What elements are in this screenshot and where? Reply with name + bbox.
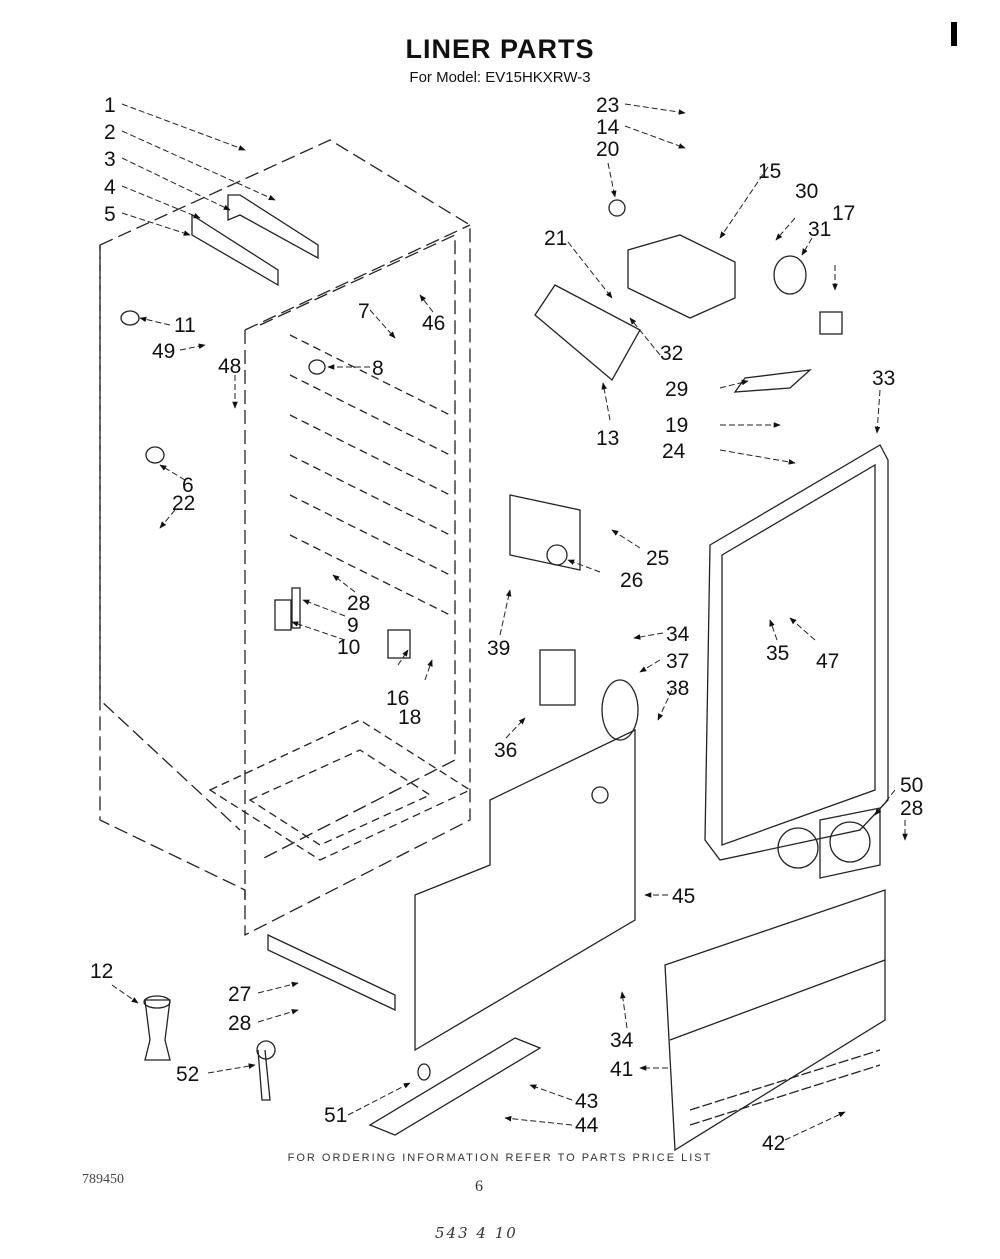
callout-34-fan: 34 xyxy=(666,623,690,646)
part-12-leveler xyxy=(144,999,171,1061)
callout-2: 2 xyxy=(104,121,116,144)
callout-16: 16 xyxy=(386,687,409,710)
callout-11: 11 xyxy=(174,314,196,337)
callout-13: 13 xyxy=(596,427,619,450)
callout-12: 12 xyxy=(90,960,113,983)
callout-19: 19 xyxy=(665,414,688,437)
callout-41: 41 xyxy=(610,1058,633,1081)
part-15-control-housing xyxy=(627,234,736,319)
page-number: 6 xyxy=(475,1178,483,1195)
callout-38: 38 xyxy=(666,677,689,700)
part-4-channel xyxy=(191,213,279,287)
part-52-tool xyxy=(257,1049,271,1101)
callout-32: 32 xyxy=(660,342,683,365)
callout-37: 37 xyxy=(666,650,689,673)
callout-4: 4 xyxy=(104,176,116,199)
callout-10: 10 xyxy=(337,636,360,659)
part-11-plug xyxy=(120,310,140,326)
part-27-bracket xyxy=(267,933,396,1012)
callout-25: 25 xyxy=(646,547,669,570)
callout-44: 44 xyxy=(575,1114,599,1137)
part-17-switch xyxy=(819,311,843,335)
part-38-fan-blade xyxy=(601,679,639,741)
callout-8: 8 xyxy=(372,357,384,380)
callout-42: 42 xyxy=(762,1132,785,1155)
part-41-toe-plate xyxy=(664,889,886,1152)
callout-29: 29 xyxy=(665,378,688,401)
callout-15: 15 xyxy=(758,160,781,183)
callout-26: 26 xyxy=(620,569,643,592)
part-20-bulb xyxy=(608,199,626,217)
callout-20: 20 xyxy=(596,138,619,161)
callout-45: 45 xyxy=(672,885,695,908)
callout-23: 23 xyxy=(596,94,619,117)
part-26-cover xyxy=(509,494,581,571)
part-9-plate xyxy=(291,587,301,629)
callout-7: 7 xyxy=(358,300,370,323)
callout-30: 30 xyxy=(795,180,818,203)
callout-1: 1 xyxy=(104,94,116,117)
part-51-spacer xyxy=(417,1063,431,1081)
callout-31: 31 xyxy=(808,218,831,241)
callout-49: 49 xyxy=(152,340,175,363)
handwritten-note: 543 4 10 xyxy=(435,1224,518,1242)
callout-47: 47 xyxy=(816,650,839,673)
callout-51: 51 xyxy=(324,1104,347,1127)
callout-9: 9 xyxy=(347,614,359,637)
diagram-title: LINER PARTS xyxy=(405,34,595,64)
part-29-gasket xyxy=(733,369,812,393)
document-number: 789450 xyxy=(82,1172,124,1187)
part-33-liner-panel xyxy=(704,444,889,861)
callout-6: 6 xyxy=(182,474,194,497)
part-8-bumper xyxy=(308,359,326,375)
part-6-clip xyxy=(145,446,165,464)
callout-28-liner: 28 xyxy=(347,592,370,615)
callout-14: 14 xyxy=(596,116,620,139)
callout-28-bracket: 28 xyxy=(900,797,923,820)
callout-28-base: 28 xyxy=(228,1012,251,1035)
part-50-bracket xyxy=(819,807,881,879)
callout-48: 48 xyxy=(218,355,241,378)
ordering-note: FOR ORDERING INFORMATION REFER TO PARTS … xyxy=(287,1152,713,1164)
cabinet-outline xyxy=(99,139,471,937)
part-45-back-panel xyxy=(414,728,636,1052)
callout-17: 17 xyxy=(832,202,855,225)
callout-46: 46 xyxy=(422,312,445,335)
callout-35: 35 xyxy=(766,642,789,665)
callout-18: 18 xyxy=(398,706,421,729)
part-10-hinge xyxy=(274,599,292,631)
callout-labels: 1 2 3 4 5 11 49 48 6 22 7 46 8 28 9 10 1… xyxy=(90,94,923,1155)
part-36-fan-motor xyxy=(539,649,576,706)
callout-3: 3 xyxy=(104,148,116,171)
callout-33: 33 xyxy=(872,367,895,390)
leader-lines xyxy=(111,103,908,1141)
callout-39: 39 xyxy=(487,637,510,660)
part-3-bracket xyxy=(227,194,319,260)
callout-24: 24 xyxy=(662,440,686,463)
interior-shelves xyxy=(208,334,472,861)
model-subtitle: For Model: EV15HKXRW-3 xyxy=(409,69,591,86)
callout-52: 52 xyxy=(176,1063,199,1086)
callout-5: 5 xyxy=(104,203,116,226)
callout-34-toe: 34 xyxy=(610,1029,634,1052)
part-43-rail xyxy=(368,1037,542,1136)
callout-50: 50 xyxy=(900,774,923,797)
part-16-hinge xyxy=(387,629,411,659)
part-31-knob xyxy=(773,255,807,295)
callout-27: 27 xyxy=(228,983,251,1006)
callout-22: 22 xyxy=(172,492,195,515)
callout-21: 21 xyxy=(544,227,567,250)
callout-36: 36 xyxy=(494,739,517,762)
scan-mark xyxy=(951,22,957,46)
callout-43: 43 xyxy=(575,1090,598,1113)
part-13-light-shield xyxy=(534,284,641,382)
